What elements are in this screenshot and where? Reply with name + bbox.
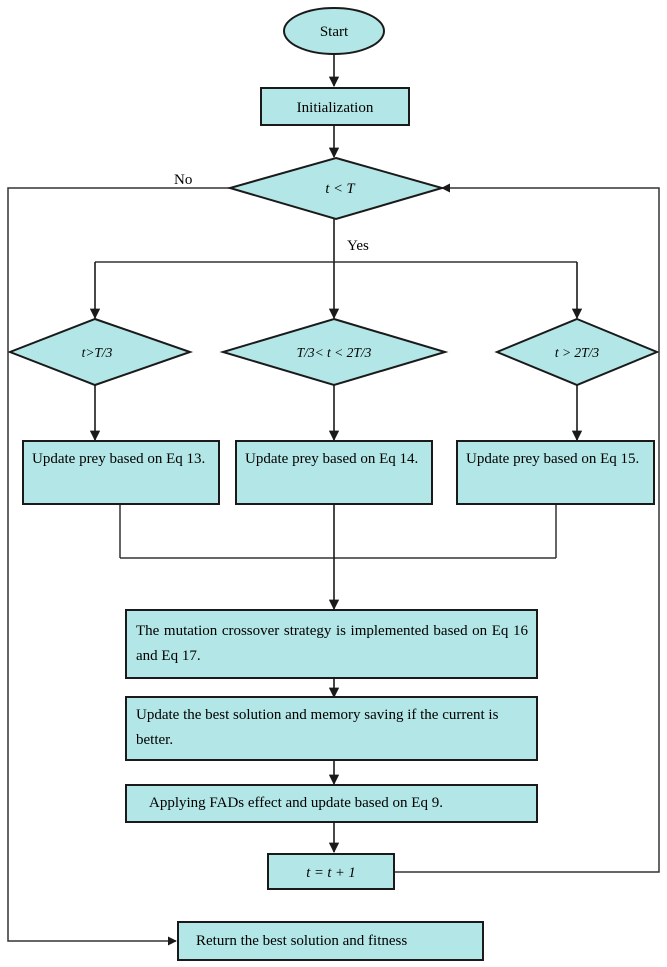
node-phase1-condition[interactable] bbox=[7, 317, 194, 387]
node-start-label: Start bbox=[320, 24, 349, 40]
edge-loop-back bbox=[394, 183, 660, 873]
node-phase1-condition-label: t>T/3 bbox=[82, 345, 113, 360]
node-phase2-condition[interactable] bbox=[219, 317, 449, 387]
node-start[interactable] bbox=[283, 7, 385, 55]
node-main-condition-label: t < T bbox=[325, 181, 355, 197]
edge-label-yes: Yes bbox=[347, 238, 369, 254]
node-update-eq14[interactable] bbox=[235, 440, 433, 505]
node-fads-effect[interactable] bbox=[125, 784, 538, 823]
node-phase2-condition-label: T/3< t < 2T/3 bbox=[297, 345, 372, 360]
node-mutation-crossover[interactable] bbox=[125, 609, 538, 679]
node-increment-label: t = t + 1 bbox=[306, 865, 355, 881]
node-update-best[interactable] bbox=[125, 696, 538, 761]
node-return-result[interactable] bbox=[177, 921, 484, 961]
node-phase3-condition-label: t > 2T/3 bbox=[555, 345, 600, 360]
node-update-eq15[interactable] bbox=[456, 440, 655, 505]
edge-no-branch bbox=[7, 187, 230, 946]
edge-label-no: No bbox=[174, 172, 192, 188]
node-initialization[interactable] bbox=[260, 87, 410, 126]
node-update-eq13[interactable] bbox=[22, 440, 220, 505]
node-increment[interactable] bbox=[267, 853, 395, 890]
node-main-condition[interactable] bbox=[226, 156, 446, 221]
node-phase3-condition[interactable] bbox=[494, 317, 660, 387]
node-initialization-label: Initialization bbox=[297, 100, 374, 116]
